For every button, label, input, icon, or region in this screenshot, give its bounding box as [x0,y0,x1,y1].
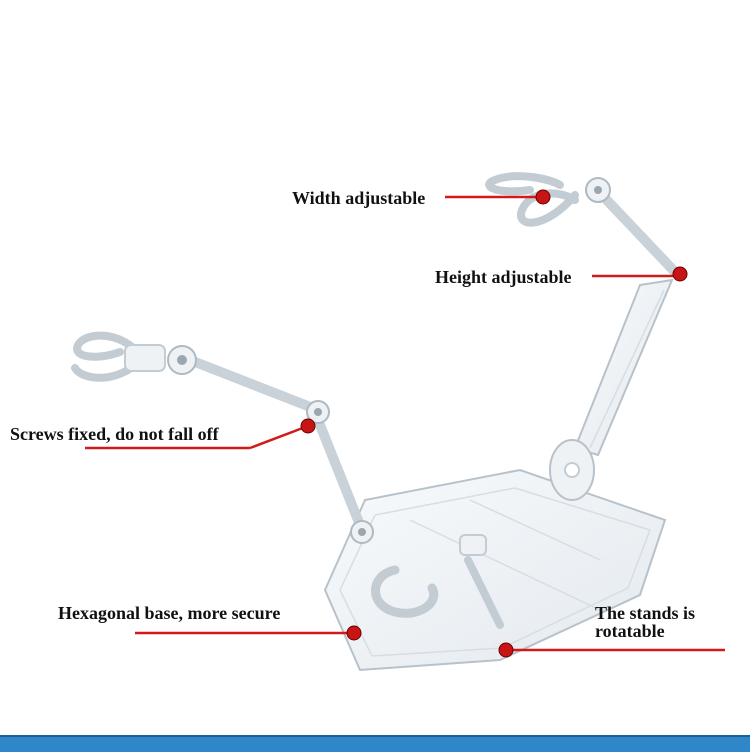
base-small-part [459,534,487,556]
rotatable-label-line1: The stands is [595,603,696,623]
rotatable-label-line2: rotatable [595,621,665,641]
rotate-dot [498,642,514,658]
width-adjustable-label: Width adjustable [292,188,426,208]
base-rib-b [469,499,601,561]
left-upper-arm [180,353,323,415]
screws-dot [300,418,316,434]
width-dot [535,189,551,205]
left-middle-screw [314,408,322,416]
base-loose-arm [464,556,504,629]
tall-arm-center-line [589,289,665,449]
base-rib-a [409,519,601,611]
height-dot [672,266,688,282]
left-top-screw [177,355,187,365]
hexagonal-base-label: Hexagonal base, more secure [58,603,281,623]
left-clamp-block [124,344,166,372]
screws-fixed-label: Screws fixed, do not fall off [10,424,219,444]
tall-arm-pivot-hole [564,462,580,478]
height-adjustable-label: Height adjustable [435,267,572,287]
bottom-blue-bar [0,735,750,752]
base-clamp-piece [371,565,439,618]
left-lower-arm [315,420,367,535]
tall-arm [573,278,674,457]
upper-right-screw [594,186,602,194]
base-inner-rib [339,487,651,657]
upper-right-arm [597,190,680,277]
left-base-screw [358,528,366,536]
base-dot [346,625,362,641]
screws-leader-diagonal [249,424,309,450]
right-clamp [485,172,579,227]
